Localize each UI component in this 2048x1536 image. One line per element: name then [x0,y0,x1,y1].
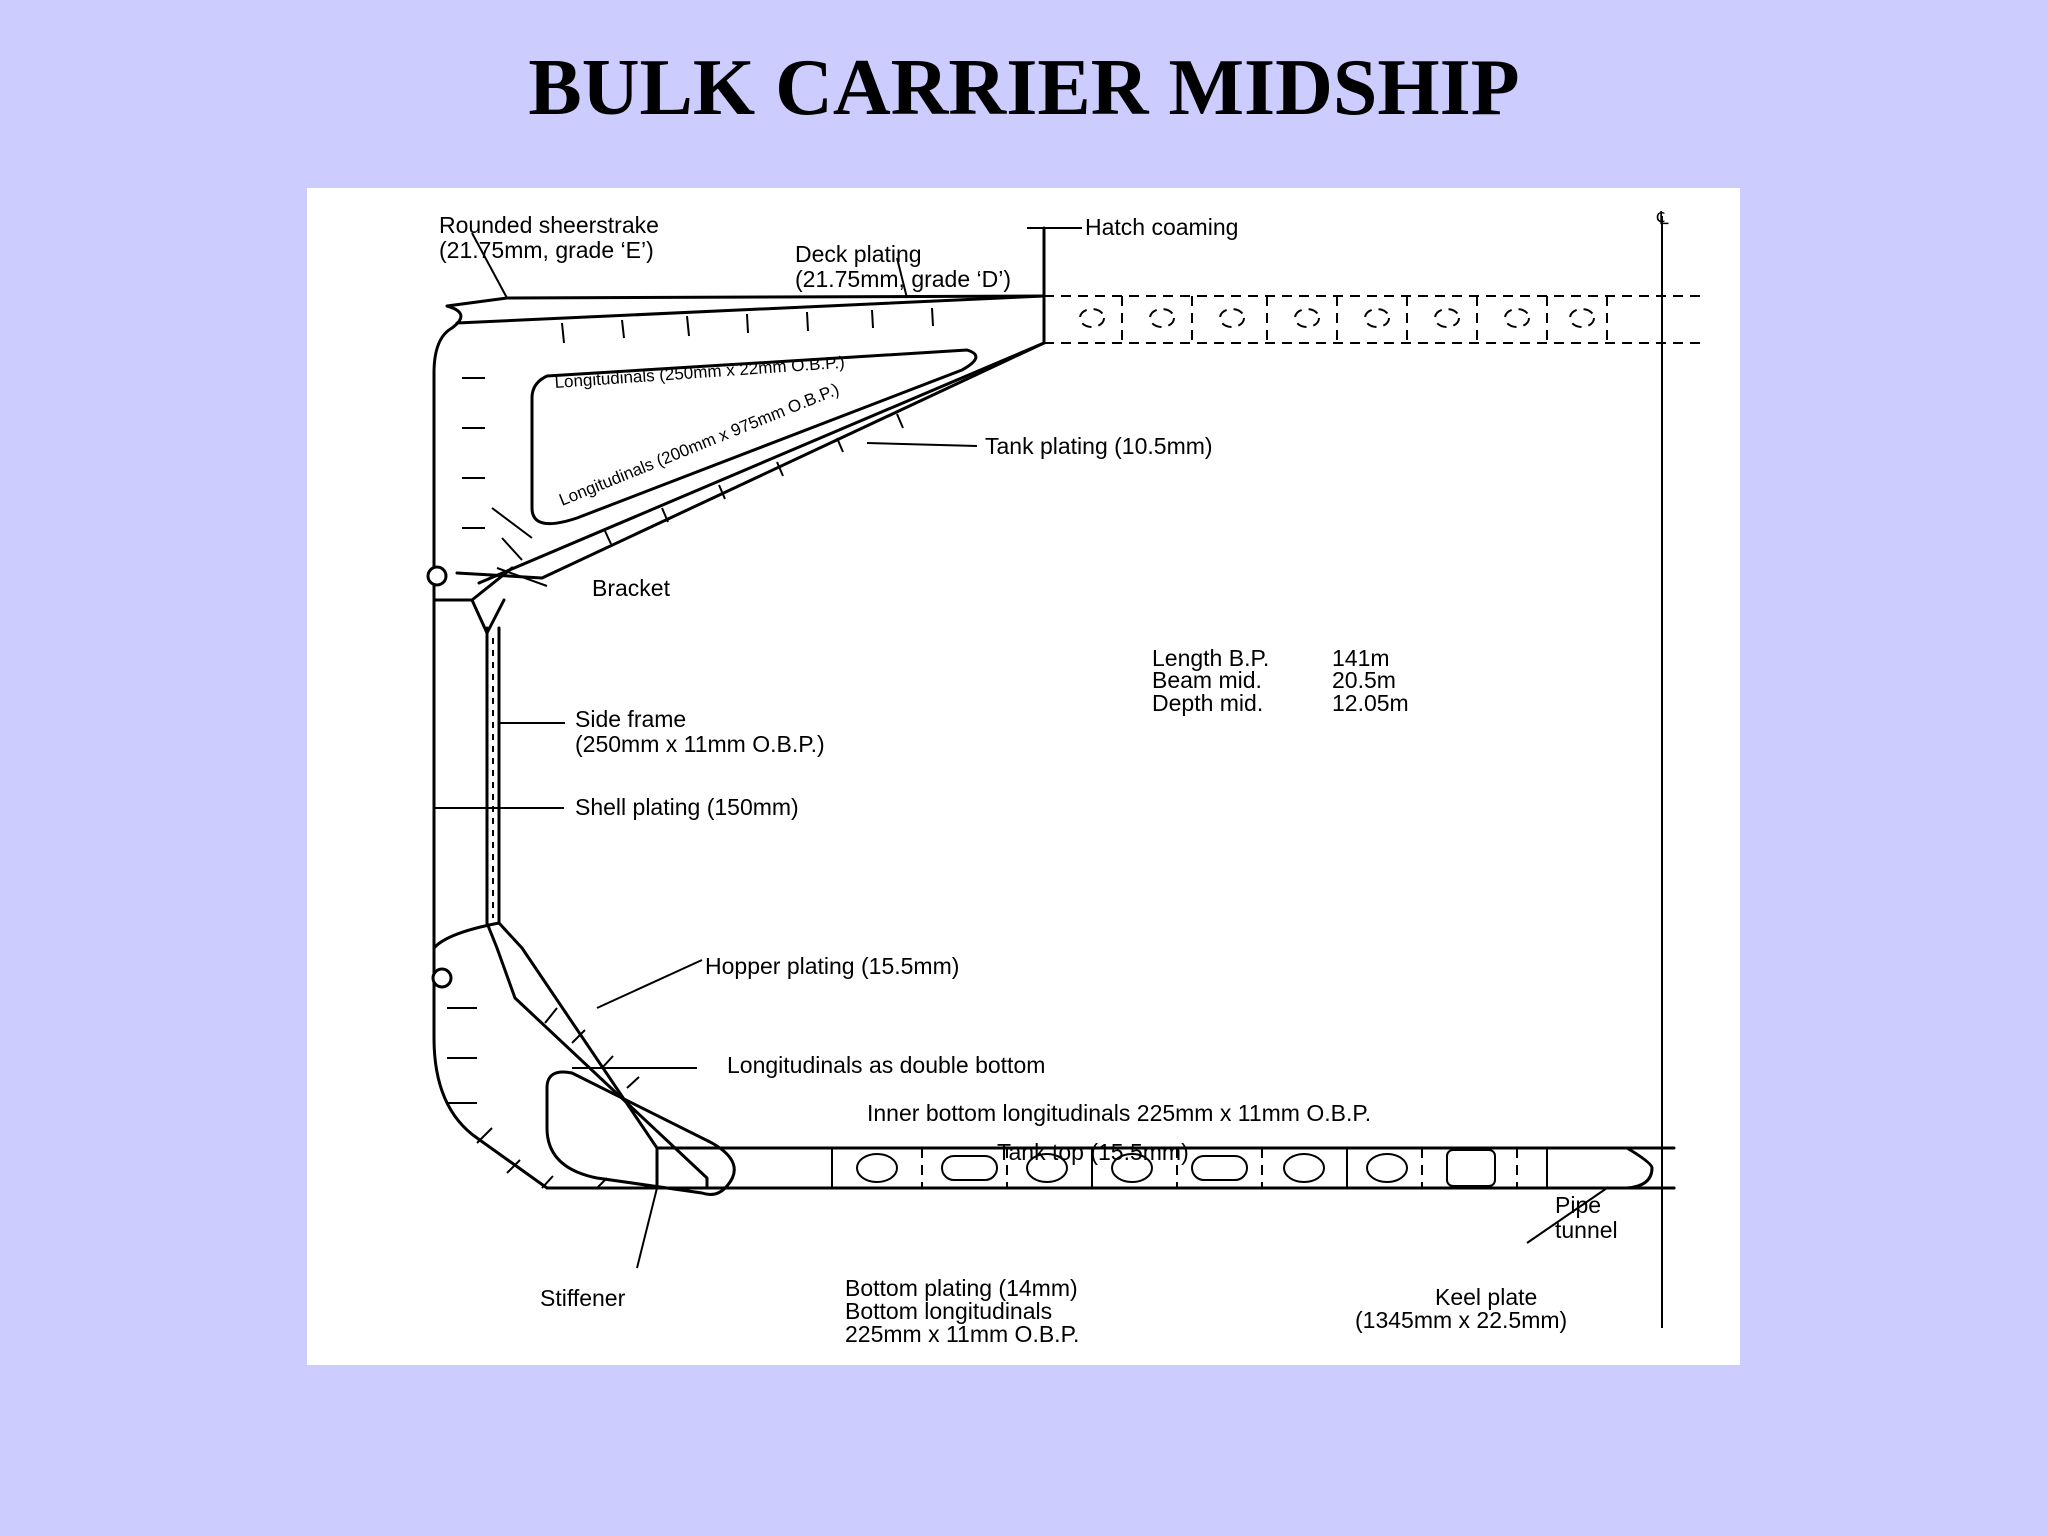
label-keel-plate: Keel plate [1435,1284,1537,1310]
label-tank-plating: Tank plating (10.5mm) [985,433,1213,459]
particular-length-value: 141m [1332,645,1390,671]
label-pipe: Pipe [1555,1192,1601,1218]
lightening-holes [856,1149,1496,1187]
double-bottom-floors [831,1148,1548,1188]
topside-tank-outer [455,294,1046,580]
diagram-canvas: Rounded sheerstrake (21.75mm, grade ‘E’)… [426,208,1707,1347]
diagram-labels: Rounded sheerstrake (21.75mm, grade ‘E’)… [439,208,1669,1347]
label-bottom-plating: Bottom plating (14mm) [845,1275,1078,1301]
drain-hole [426,565,448,587]
particular-depth-value: 12.05m [1332,690,1409,716]
label-hopper-plating: Hopper plating (15.5mm) [705,953,959,979]
label-rounded-sheerstrake: Rounded sheerstrake [439,212,659,238]
particular-beam-value: 20.5m [1332,667,1396,693]
hatch-girder-holes [1079,308,1595,328]
side-frame [485,626,501,925]
particular-beam-label: Beam mid. [1152,667,1262,693]
label-hatch-coaming: Hatch coaming [1085,214,1238,240]
label-longitudinals-double-bottom: Longitudinals as double bottom [727,1052,1045,1078]
label-inner-bottom-longitudinals: Inner bottom longitudinals 225mm x 11mm … [867,1100,1371,1126]
particular-length-label: Length B.P. [1152,645,1269,671]
drain-hole-lower [431,967,453,989]
topside-tank-inner-outline [530,348,978,526]
label-tunnel: tunnel [1555,1217,1618,1243]
particular-depth-label: Depth mid. [1152,690,1263,716]
hatch-girder-divisions [1121,296,1608,343]
label-tank-top: Tank top (15.5mm) [997,1139,1189,1165]
label-deck-plating-spec: (21.75mm, grade ‘D’) [795,266,1011,292]
hopper-longitudinals [447,1007,640,1189]
label-shell-plating: Shell plating (150mm) [575,794,799,820]
centreline-symbol: ℄ [1656,208,1669,228]
midship-section-diagram: Rounded sheerstrake (21.75mm, grade ‘E’)… [307,188,1740,1365]
hopper-lower-plate [485,921,709,1190]
topside-longitudinals [462,307,934,561]
topside-tank-lower-plate [477,341,1046,585]
pipe-tunnel [1550,1146,1654,1190]
label-keel-plate-spec: (1345mm x 22.5mm) [1355,1307,1567,1333]
label-side-frame-spec: (250mm x 11mm O.B.P.) [575,731,825,757]
label-bottom-longitudinals-spec: 225mm x 11mm O.B.P. [845,1321,1079,1347]
hopper-plating [432,921,659,1190]
page-title: BULK CARRIER MIDSHIP [528,44,1520,132]
hull-shell-outline [432,296,1676,1190]
label-longitudinals-upper: Longitudinals (250mm x 22mm O.B.P.) [554,353,845,392]
leader-lines [434,232,1608,1269]
deck-plating-line [505,294,1046,300]
principal-particulars: Length B.P. 141m Beam mid. 20.5m Depth m… [1152,645,1409,716]
label-deck-plating: Deck plating [795,241,922,267]
label-bottom-longitudinals: Bottom longitudinals [845,1298,1052,1324]
label-rounded-sheerstrake-spec: (21.75mm, grade ‘E’) [439,237,654,263]
label-stiffener: Stiffener [540,1285,626,1311]
label-side-frame: Side frame [575,706,686,732]
label-bracket: Bracket [592,575,671,601]
